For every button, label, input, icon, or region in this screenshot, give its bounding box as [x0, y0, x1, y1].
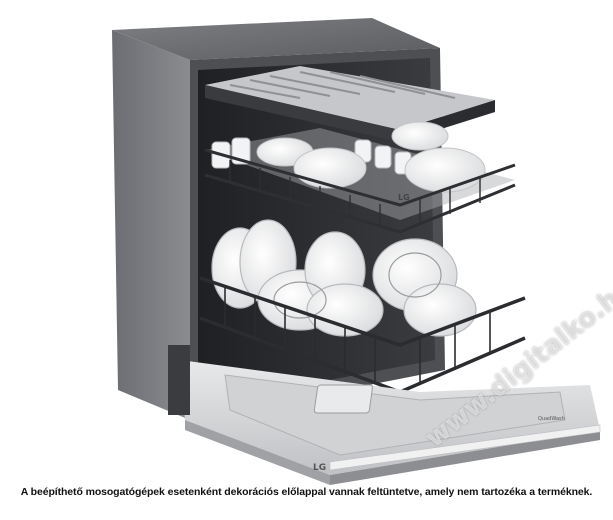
cabinet-top: [112, 18, 440, 60]
middle-rack: [204, 121, 516, 234]
caption: A beépíthető mosogatógépek esetenként de…: [20, 486, 593, 498]
top-cutlery-tray: [205, 66, 495, 142]
side-bracket: [168, 345, 190, 415]
lower-rack-plates: [211, 219, 477, 337]
open-door: [180, 360, 601, 485]
quadwash-badge: QuadWash: [538, 416, 565, 422]
door-brand: LG: [313, 463, 326, 473]
rack-brand: LG: [398, 193, 410, 202]
cabinet-side: [112, 30, 190, 420]
